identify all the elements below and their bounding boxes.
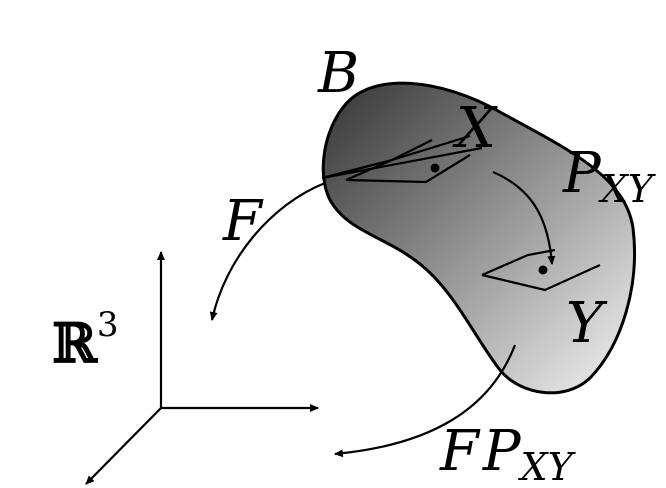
label-r: ℝ <box>52 311 99 375</box>
tangent-plane-x-edge <box>345 134 471 184</box>
map-f-arrow <box>209 181 326 321</box>
tangent-plane-y <box>481 248 601 292</box>
point-y-dot <box>538 265 548 275</box>
label-r-exponent: 3 <box>97 305 119 345</box>
label-y: Y <box>566 291 608 356</box>
label-fp-subscript: XY <box>518 445 577 488</box>
transport-arrow <box>492 170 556 265</box>
label-fp-p: P <box>482 419 522 484</box>
label-x: X <box>452 96 498 161</box>
composite-arrow <box>334 344 517 458</box>
point-x-dot <box>430 163 440 173</box>
tangent-plane-x <box>321 139 483 180</box>
label-p-xy: PXY <box>562 141 657 211</box>
label-fp-f: F <box>439 419 481 484</box>
label-p-subscript: XY <box>598 167 657 211</box>
label-r3: ℝ3 <box>52 305 119 375</box>
label-f: F <box>222 189 264 254</box>
body-region <box>321 81 636 395</box>
label-fp-xy: FPXY <box>439 419 577 488</box>
label-p: P <box>562 141 602 206</box>
label-b: B <box>317 41 359 106</box>
axis-depth <box>85 407 162 485</box>
